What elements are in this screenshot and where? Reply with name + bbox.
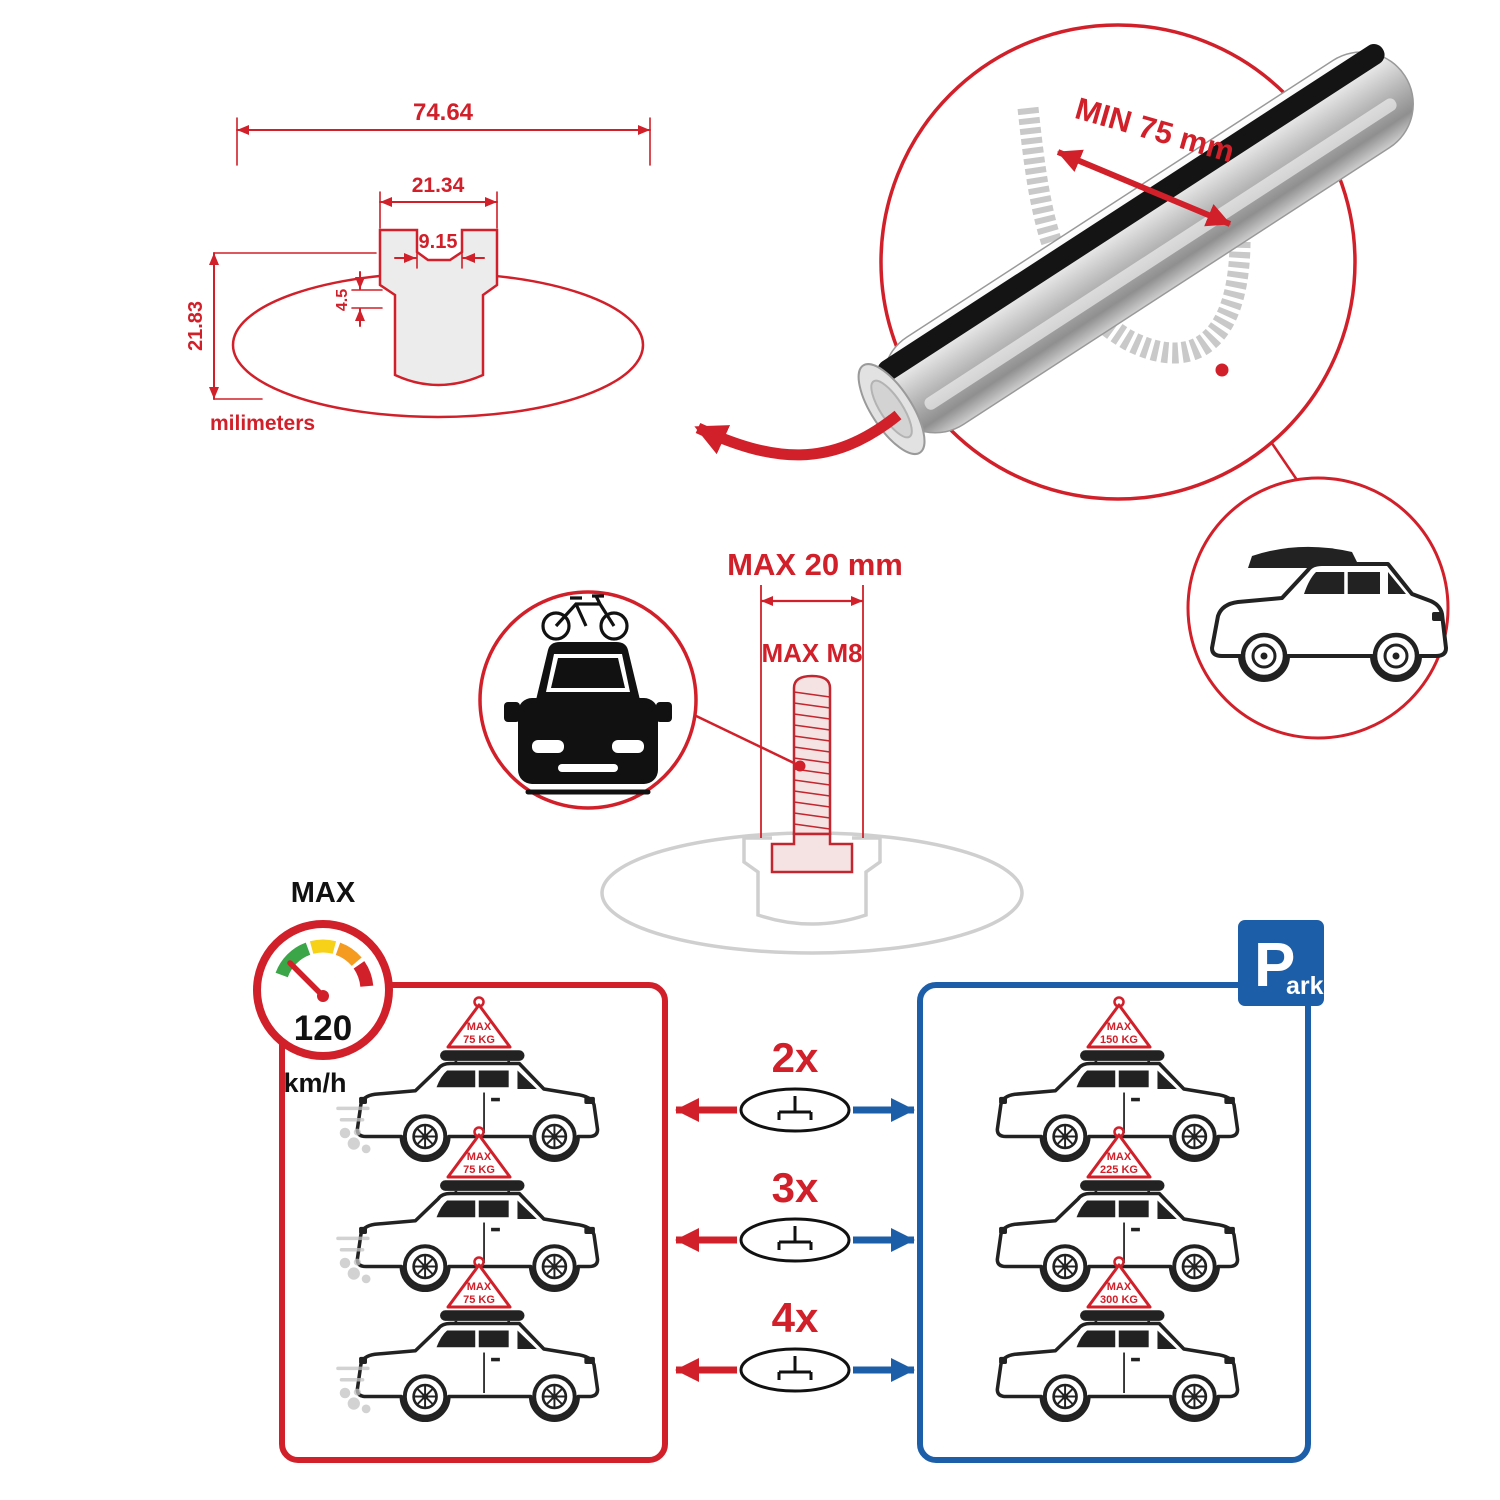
bolt-diagram: MAX 20 mm MAX M8: [600, 547, 1024, 955]
speedometer: MAX 120 km/h: [253, 877, 393, 1098]
dim-total-width-label: 74.64: [413, 99, 474, 126]
technical-drawing: 74.64 21.34 9.15 4.5 21.83 milimeters: [185, 99, 651, 435]
dim-ext-45: [351, 289, 383, 309]
multiplier-row-3: 4x: [675, 1294, 915, 1393]
load-badge-driving-1: MAX 75 KG: [446, 996, 512, 1049]
multiplier-row-1: 2x: [675, 1034, 915, 1133]
badge-load-value: 300 KG: [1100, 1294, 1138, 1306]
suv-circle: [1186, 476, 1450, 740]
suv-with-roofbox-icon: [1210, 546, 1448, 682]
t-bolt: [770, 674, 854, 874]
speed-units: km/h: [283, 1068, 346, 1098]
multiplier-label: 2x: [772, 1034, 819, 1081]
gauge-needle: [287, 960, 326, 999]
bolt-point-dot: [794, 760, 806, 772]
badge-max-label: MAX: [467, 1151, 492, 1163]
load-badge-driving-3: MAX 75 KG: [446, 1256, 512, 1309]
badge-load-value: 75 KG: [463, 1164, 495, 1176]
gauge-arcs: [275, 939, 374, 988]
bolt-connector-line: [691, 712, 797, 766]
t-bolt-head: [770, 832, 854, 874]
bolt-max-width-label: MAX 20 mm: [727, 547, 903, 582]
badge-load-value: 150 KG: [1100, 1034, 1138, 1046]
load-badge-parked-2: MAX 225 KG: [1086, 1126, 1152, 1179]
badge-max-label: MAX: [1107, 1281, 1132, 1293]
badge-load-value: 75 KG: [463, 1034, 495, 1046]
load-badge-parked-1: MAX 150 KG: [1086, 996, 1152, 1049]
units-label: milimeters: [210, 412, 315, 435]
bolt-max-thread-label: MAX M8: [761, 638, 862, 668]
load-badge-driving-2: MAX 75 KG: [446, 1126, 512, 1179]
badge-max-label: MAX: [1107, 1151, 1132, 1163]
speed-value: 120: [294, 1009, 352, 1048]
clamp-point-dot: [1215, 363, 1229, 377]
multiplier-label: 4x: [772, 1294, 819, 1341]
min-span-arrow: [1056, 149, 1232, 227]
park-sign-letter: P: [1254, 931, 1295, 1000]
bar-detail-circle: MIN 75 mm: [694, 23, 1414, 501]
dim-lip-height-label: 4.5: [334, 289, 351, 311]
bike-on-roof-icon: [541, 594, 629, 641]
dim-ext-2183: [213, 252, 377, 400]
badge-load-value: 75 KG: [463, 1294, 495, 1306]
dim-slot-width-label: 9.15: [419, 231, 458, 253]
badge-load-value: 225 KG: [1100, 1164, 1138, 1176]
clamp-strap: [1017, 106, 1251, 364]
car-front-icon: [504, 642, 672, 795]
multiplier-label: 3x: [772, 1164, 819, 1211]
t-slot-channel: [378, 228, 499, 387]
zoom-pointer-arrow: [694, 410, 902, 461]
gauge-pivot: [317, 990, 329, 1002]
badge-max-label: MAX: [467, 1281, 492, 1293]
dim-total-height-label: 21.83: [185, 301, 207, 351]
bolt-dim-ext: [760, 585, 864, 838]
park-sign-suffix: ark: [1286, 972, 1324, 1000]
dim-ext-21: [379, 191, 498, 229]
badge-max-label: MAX: [467, 1021, 492, 1033]
load-badge-parked-3: MAX 300 KG: [1086, 1256, 1152, 1309]
multiplier-row-2: 3x: [675, 1164, 915, 1263]
speed-max-label: MAX: [291, 877, 356, 909]
dim-channel-width-label: 21.34: [412, 174, 465, 197]
front-car-circle: [478, 590, 698, 810]
park-sign: P ark: [1238, 920, 1324, 1006]
badge-max-label: MAX: [1107, 1021, 1132, 1033]
